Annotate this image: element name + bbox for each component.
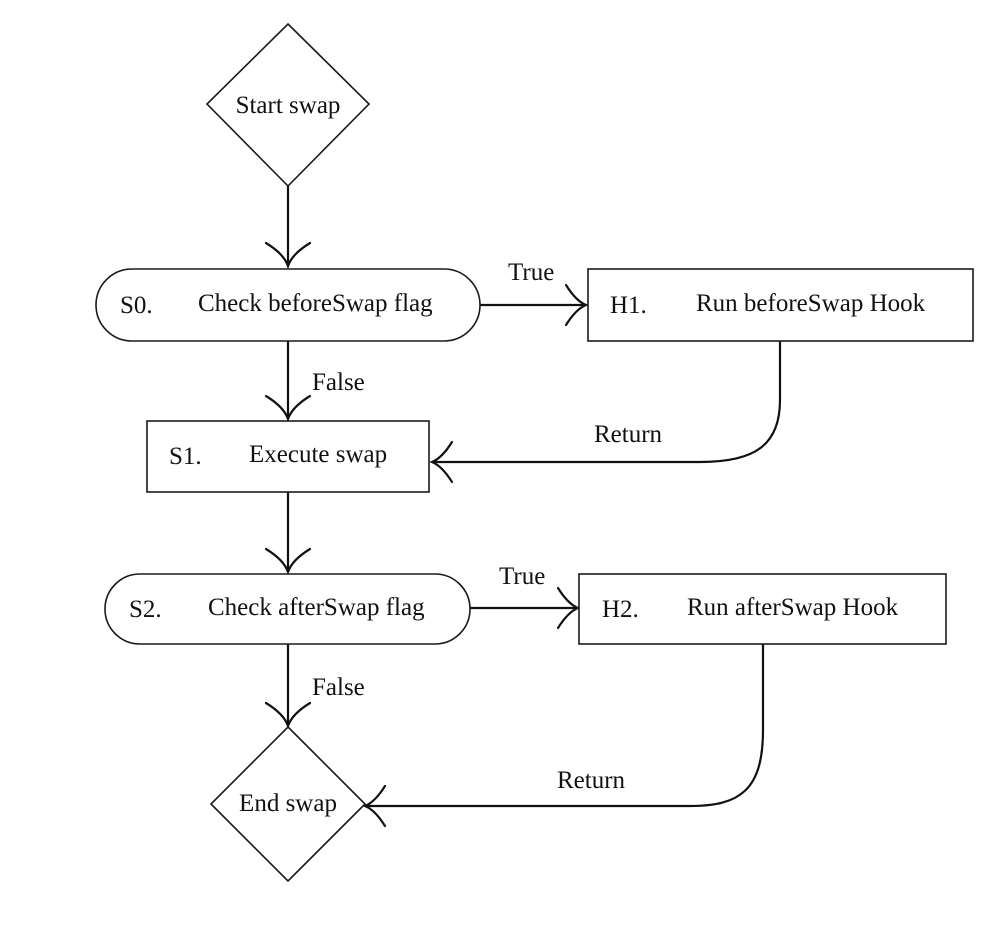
s2-label: Check afterSwap flag — [208, 594, 425, 621]
arrowhead-s0-to-s1 — [264, 394, 312, 423]
edge-h2-to-end — [365, 644, 765, 808]
node-h1: H1. Run beforeSwap Hook — [587, 268, 974, 342]
edge-label-s2-true: True — [499, 563, 545, 590]
h1-label: Run beforeSwap Hook — [696, 290, 926, 317]
s1-label: Execute swap — [249, 441, 387, 468]
node-h2: H2. Run afterSwap Hook — [578, 573, 947, 645]
s0-label: Check beforeSwap flag — [198, 290, 433, 317]
s0-shape — [95, 268, 481, 342]
edge-label-h2-return: Return — [557, 767, 626, 794]
h2-id: H2. — [602, 596, 639, 623]
end-label: End swap — [239, 790, 337, 817]
start-diamond — [205, 22, 371, 188]
node-end-swap: End swap — [209, 725, 367, 883]
arrowhead-s2-to-h2 — [556, 586, 581, 630]
edge-label-s0-true: True — [508, 259, 554, 286]
arrowhead-h2-to-end — [362, 784, 387, 828]
node-s0: S0. Check beforeSwap flag — [95, 268, 481, 342]
s1-id: S1. — [169, 443, 202, 470]
start-label: Start swap — [236, 92, 341, 119]
s2-shape — [104, 573, 471, 645]
arrowhead-h1-to-s1 — [429, 440, 454, 484]
edge-label-h1-return: Return — [594, 421, 663, 448]
s1-shape — [146, 420, 430, 493]
s2-id: S2. — [129, 596, 162, 623]
edge-label-s2-false: False — [312, 674, 365, 701]
h1-shape — [587, 268, 974, 342]
edge-label-s0-false: False — [312, 369, 365, 396]
node-s1: S1. Execute swap — [146, 420, 430, 493]
arrowhead-s1-to-s2 — [264, 547, 312, 576]
s0-id: S0. — [120, 292, 153, 319]
end-diamond — [209, 725, 367, 883]
arrowhead-s0-to-h1 — [564, 283, 589, 327]
h2-label: Run afterSwap Hook — [687, 594, 899, 621]
node-start-swap: Start swap — [205, 22, 371, 188]
h2-shape — [578, 573, 947, 645]
arrowhead-start-to-s0 — [264, 241, 312, 270]
h1-id: H1. — [610, 292, 647, 319]
edge-h1-to-s1 — [432, 341, 782, 464]
node-s2: S2. Check afterSwap flag — [104, 573, 471, 645]
